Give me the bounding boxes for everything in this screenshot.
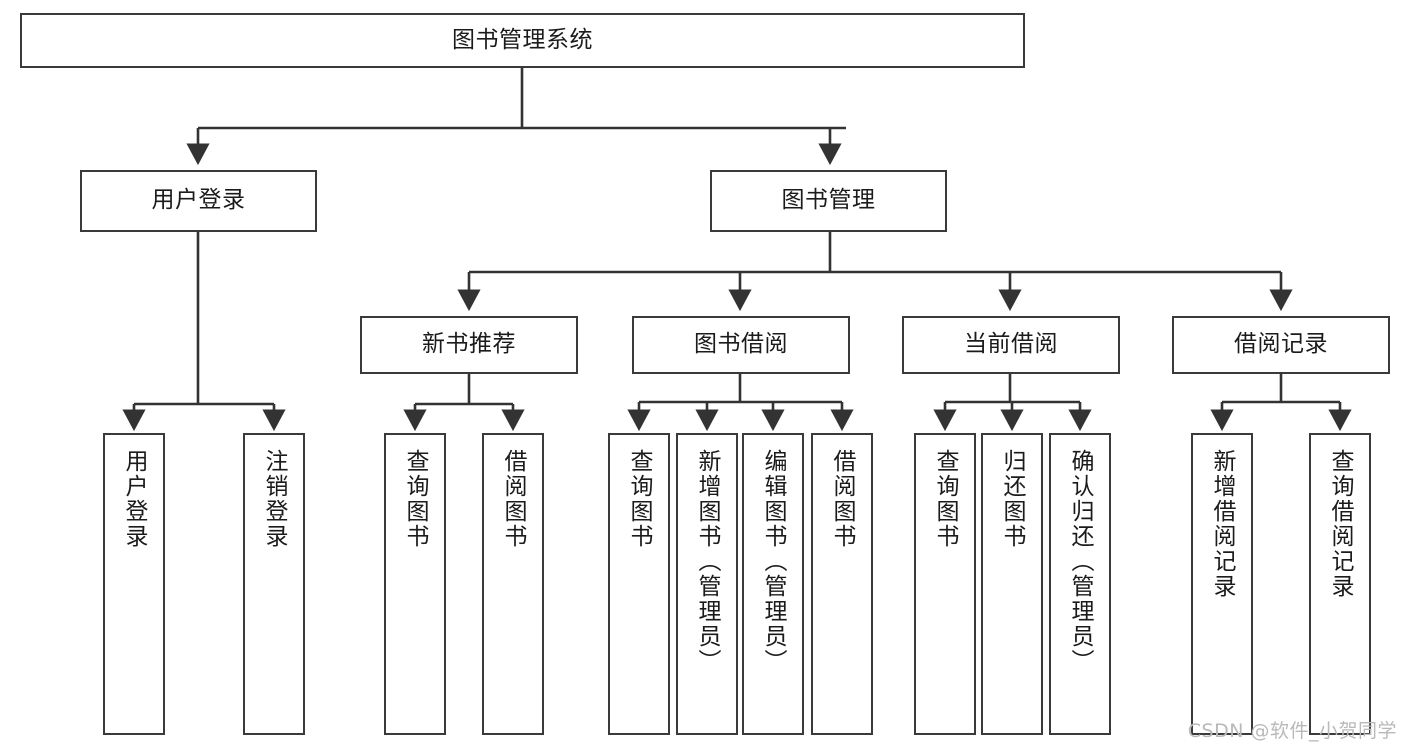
node-root-system-label: 图书管理系统 [452,26,593,53]
node-user-login-label: 用户登录 [151,187,246,214]
node-leaf-confirm-return[interactable]: 确认归还（管理员） [1049,433,1111,735]
node-leaf-return-book[interactable]: 归还图书 [981,433,1043,735]
node-book-borrow[interactable]: 图书借阅 [632,316,850,374]
node-leaf-add-record-label: 新增借阅记录 [1209,449,1236,599]
node-leaf-logout-login[interactable]: 注销登录 [243,433,305,735]
node-book-manage-label: 图书管理 [781,187,876,214]
node-leaf-query-record[interactable]: 查询借阅记录 [1309,433,1371,735]
watermark-text: CSDN @软件_小贺同学 [1187,720,1397,742]
node-leaf-query-book-2[interactable]: 查询图书 [608,433,670,735]
node-leaf-query-book-2-label: 查询图书 [626,449,653,549]
node-borrow-record[interactable]: 借阅记录 [1172,316,1390,374]
node-current-borrow-label: 当前借阅 [964,331,1058,358]
node-leaf-edit-book-label: 编辑图书（管理员） [760,449,787,674]
node-leaf-query-book-3[interactable]: 查询图书 [914,433,976,735]
node-leaf-confirm-return-label: 确认归还（管理员） [1067,449,1094,674]
node-leaf-query-book-1-label: 查询图书 [402,449,429,549]
node-leaf-user-login-label: 用户登录 [121,449,148,549]
node-leaf-borrow-book-1-label: 借阅图书 [500,449,527,549]
node-current-borrow[interactable]: 当前借阅 [902,316,1120,374]
node-leaf-borrow-book-1[interactable]: 借阅图书 [482,433,544,735]
node-leaf-borrow-book-2[interactable]: 借阅图书 [811,433,873,735]
node-new-book-recommend[interactable]: 新书推荐 [360,316,578,374]
node-new-book-recommend-label: 新书推荐 [422,331,516,358]
node-leaf-add-record[interactable]: 新增借阅记录 [1191,433,1253,735]
node-book-manage[interactable]: 图书管理 [710,170,947,232]
node-borrow-record-label: 借阅记录 [1234,331,1328,358]
node-leaf-add-book-label: 新增图书（管理员） [694,449,721,674]
node-leaf-query-book-3-label: 查询图书 [932,449,959,549]
node-leaf-return-book-label: 归还图书 [999,449,1026,549]
node-leaf-logout-login-label: 注销登录 [261,449,288,549]
node-leaf-query-book-1[interactable]: 查询图书 [384,433,446,735]
node-user-login[interactable]: 用户登录 [80,170,317,232]
node-leaf-user-login[interactable]: 用户登录 [103,433,165,735]
node-book-borrow-label: 图书借阅 [694,331,788,358]
node-leaf-query-record-label: 查询借阅记录 [1327,449,1354,599]
node-leaf-edit-book[interactable]: 编辑图书（管理员） [742,433,804,735]
node-leaf-add-book[interactable]: 新增图书（管理员） [676,433,738,735]
node-leaf-borrow-book-2-label: 借阅图书 [829,449,856,549]
node-root-system[interactable]: 图书管理系统 [20,13,1025,68]
